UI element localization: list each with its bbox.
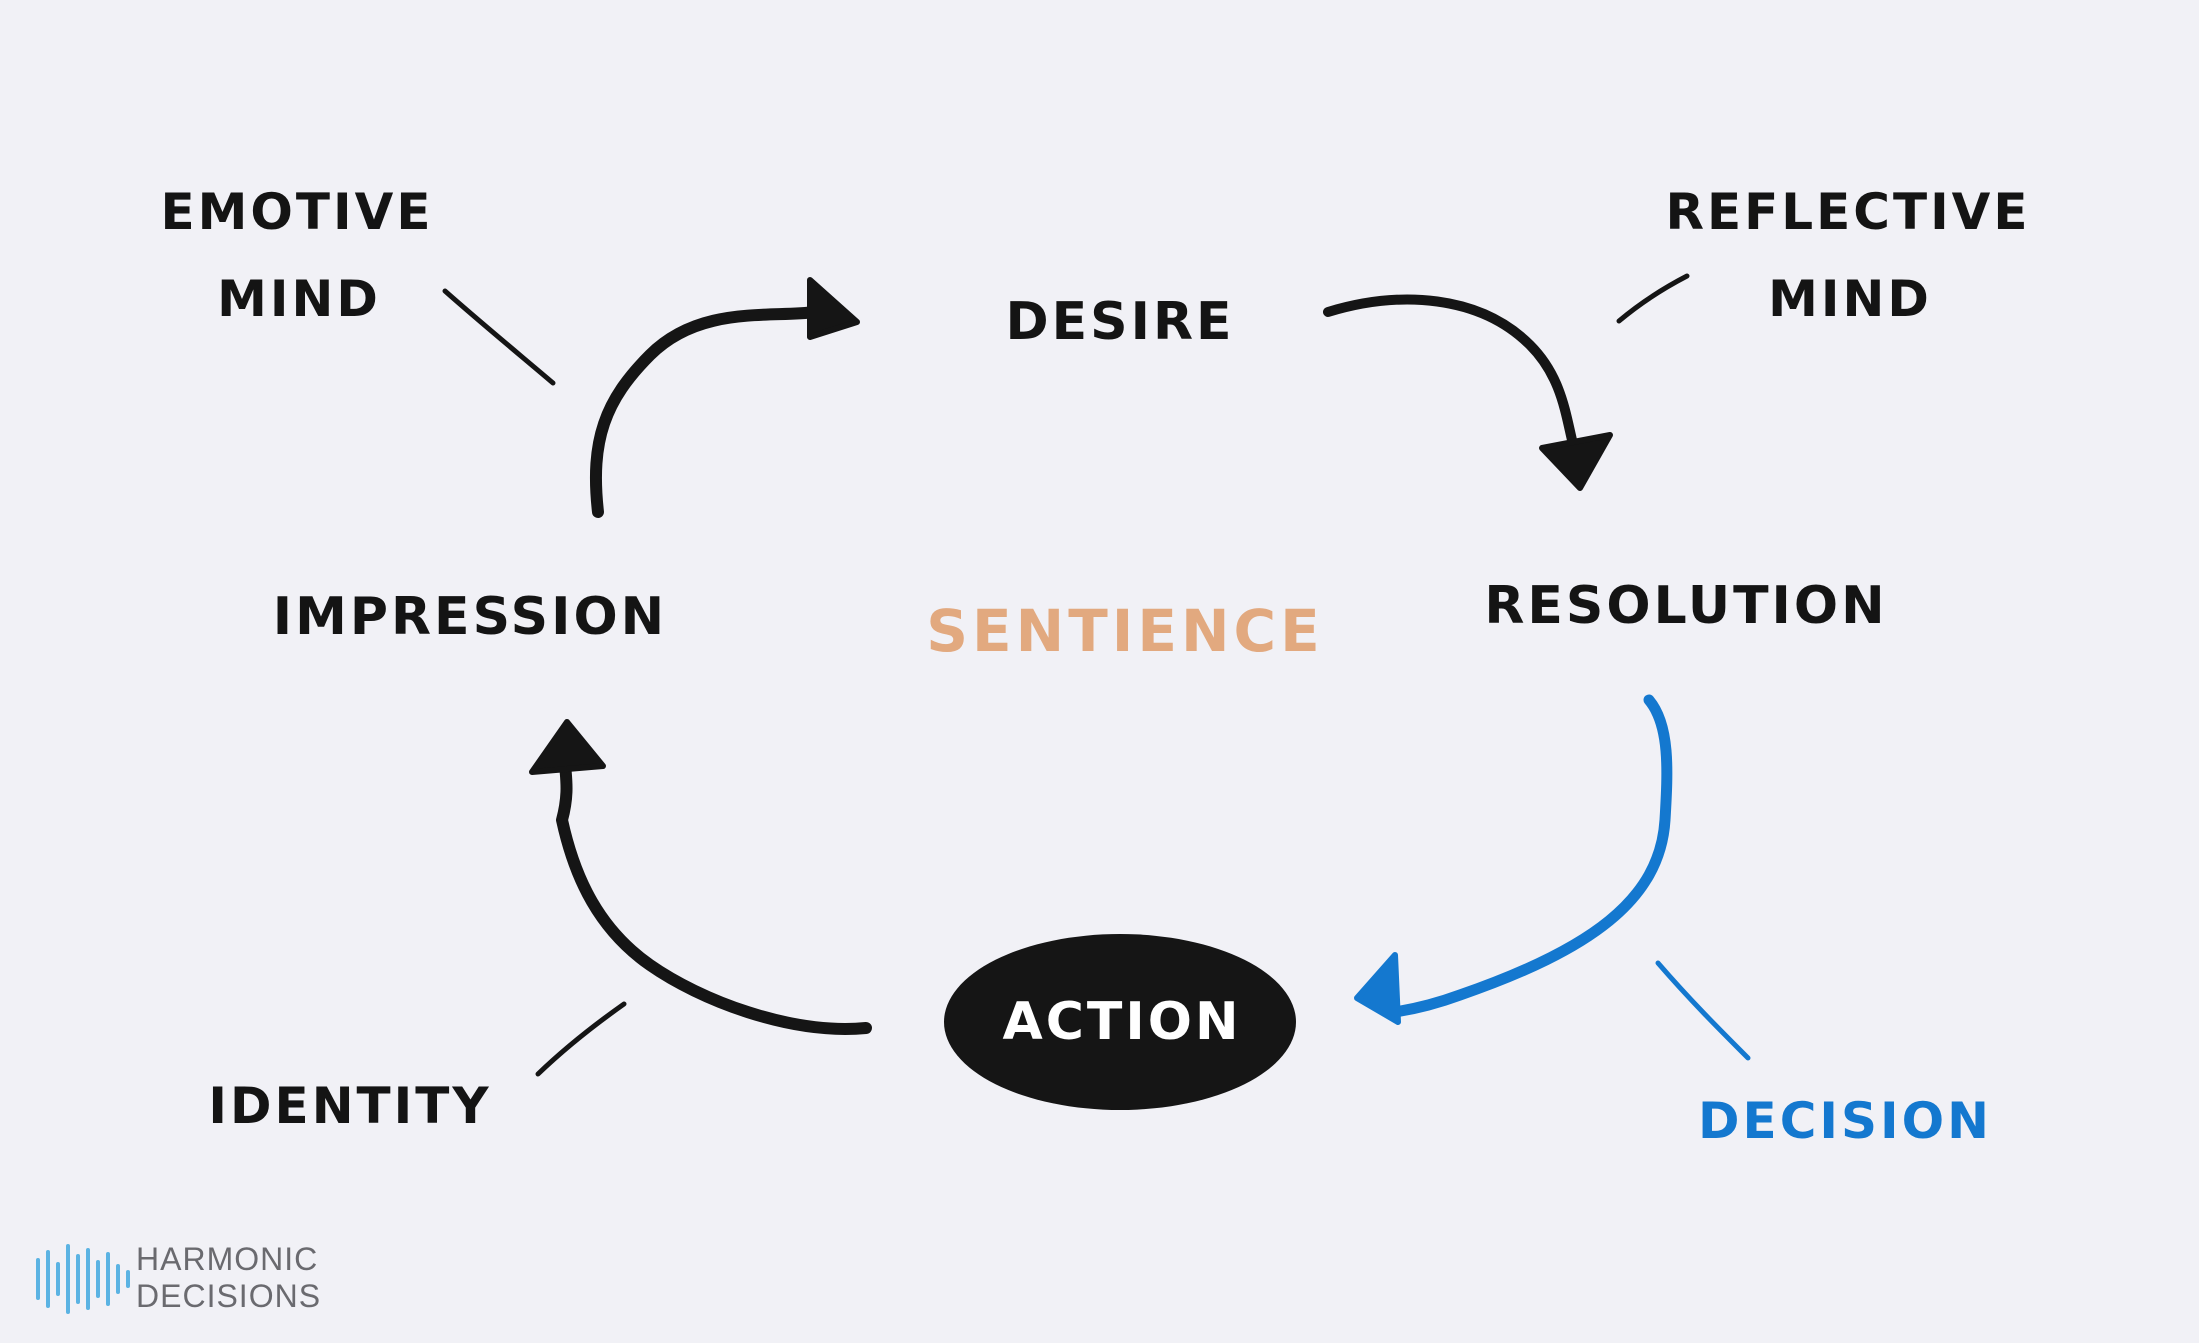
emotive-mind-label-line2: MIND <box>217 270 381 328</box>
logo-text-line2: DECISIONS <box>136 1278 322 1314</box>
node-action-label: ACTION <box>1002 992 1242 1052</box>
logo-waveform-icon <box>36 1244 130 1314</box>
arrow-resolution-to-action <box>1389 694 1673 1018</box>
decision-label: DECISION <box>1698 1092 1992 1150</box>
arrow-desire-to-resolution <box>1323 294 1577 445</box>
arrowhead-action <box>1354 952 1401 1025</box>
node-impression-label: IMPRESSION <box>272 587 668 647</box>
node-resolution-label: RESOLUTION <box>1484 576 1888 636</box>
center-sentience-label: SENTIENCE <box>926 597 1324 665</box>
node-desire-label: DESIRE <box>1005 292 1235 352</box>
reflective-mind-label-line1: REFLECTIVE <box>1665 183 2031 241</box>
reflective-mind-label-line2: MIND <box>1768 270 1932 328</box>
connector-reflective-mind <box>1616 273 1690 324</box>
connector-identity <box>535 1001 627 1077</box>
arrowhead-impression <box>529 719 606 775</box>
action-node-shape <box>944 934 1296 1110</box>
arrowhead-desire <box>807 277 860 340</box>
emotive-mind-label-line1: EMOTIVE <box>160 183 434 241</box>
logo-text-line1: HARMONIC <box>136 1241 319 1277</box>
arrow-impression-to-desire <box>590 306 821 518</box>
identity-label: IDENTITY <box>208 1077 492 1135</box>
arrow-action-to-impression <box>556 754 872 1035</box>
connector-emotive-mind <box>442 288 556 386</box>
arrowhead-resolution <box>1539 432 1613 491</box>
connector-decision <box>1655 960 1751 1061</box>
